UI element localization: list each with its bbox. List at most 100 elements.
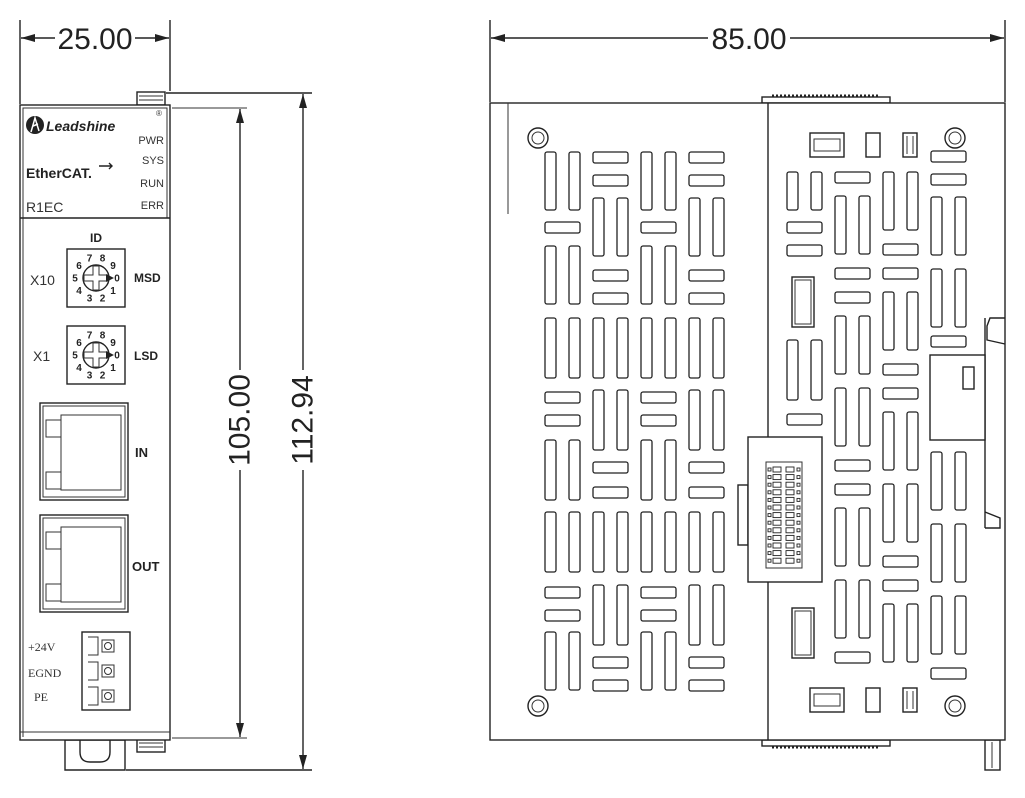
vent-slot — [592, 174, 629, 187]
hole-outer — [944, 127, 966, 149]
connector-tab — [737, 484, 749, 546]
vent-slot — [640, 245, 653, 305]
terminal-screw-head — [104, 692, 112, 700]
vent-slot — [688, 656, 725, 669]
hole-inner — [531, 699, 545, 713]
led-label-sys: SYS — [142, 155, 164, 167]
vent-slot — [882, 411, 895, 471]
bus-connector — [737, 436, 823, 583]
connector-pin — [772, 466, 782, 473]
switch-digit: 1 — [110, 363, 116, 374]
vent-slot — [930, 335, 967, 348]
switch-digit: 7 — [87, 331, 93, 342]
dimension-front-width-value: 25.00 — [57, 23, 132, 56]
vent-slot — [930, 595, 943, 655]
vent-slot — [688, 151, 725, 164]
vent-slot — [592, 292, 629, 305]
vent-slot — [712, 317, 725, 379]
vent-slot — [616, 197, 629, 257]
port-led-bottom — [45, 583, 62, 602]
port-out-label: OUT — [132, 559, 160, 574]
vent-slot — [640, 511, 653, 573]
switch-digit: 8 — [100, 254, 106, 265]
connector-pin — [772, 527, 782, 534]
connector-pin-stud — [767, 551, 772, 556]
tall-slot-outer — [791, 276, 815, 328]
vent-slot — [592, 317, 605, 379]
vent-grid-left — [544, 151, 725, 692]
connector-socket — [765, 461, 803, 569]
vent-slot — [568, 439, 581, 501]
vent-slot — [906, 291, 919, 351]
top-rail-tab — [136, 91, 166, 106]
rotary-dial[interactable] — [82, 341, 110, 369]
vent-slot — [882, 555, 919, 568]
tab-body — [136, 91, 166, 106]
vent-slot — [882, 363, 919, 376]
connector-pin-stud — [767, 558, 772, 563]
model-name: R1EC — [26, 199, 63, 215]
connector-pin-stud — [767, 543, 772, 548]
msd-label: MSD — [134, 271, 161, 285]
rj45-port-out[interactable] — [39, 514, 129, 613]
vent-slot — [712, 389, 725, 451]
brand-name: Leadshine — [46, 118, 115, 134]
vent-slot — [688, 679, 725, 692]
clip-frame — [929, 354, 986, 441]
vent-slot — [592, 584, 605, 646]
vent-slot — [712, 511, 725, 573]
vent-slot — [954, 595, 967, 655]
vent-slot — [688, 584, 701, 646]
hole-outer — [944, 695, 966, 717]
terminal-label-24v: +24V — [28, 640, 56, 654]
connector-pin — [785, 512, 795, 519]
switch-digit: 8 — [100, 331, 106, 342]
rotary-dial[interactable] — [82, 264, 110, 292]
connector-pin-stud — [767, 467, 772, 472]
terminal-bracket — [88, 636, 99, 656]
terminal-label-pe: PE — [34, 690, 48, 704]
vent-slot — [688, 269, 725, 282]
label-plate: Leadshine ® PWR SYS RUN ERR EtherCAT. R1… — [22, 107, 168, 219]
vent-slot — [906, 171, 919, 231]
connector-pin-stud — [767, 475, 772, 480]
terminal-screw-head — [104, 667, 112, 675]
switch-digit: 7 — [87, 254, 93, 265]
vent-slot — [954, 268, 967, 328]
connector-pin-stud — [767, 535, 772, 540]
port-led-top — [45, 419, 62, 438]
connector-pin — [772, 496, 782, 503]
din-clip — [64, 739, 126, 771]
connector-pin — [785, 519, 795, 526]
connector-pin — [785, 481, 795, 488]
ethercat-logo: EtherCAT. — [26, 165, 92, 181]
vent-slot — [882, 291, 895, 351]
rj45-port-in[interactable] — [39, 402, 129, 501]
vent-slot — [592, 486, 629, 499]
latch-group-top — [809, 132, 918, 158]
vent-slot — [640, 414, 677, 427]
vent-slot — [664, 631, 677, 691]
rj45-port-icon — [39, 402, 129, 501]
dimension-side-depth-value: 85.00 — [711, 23, 786, 56]
connector-pin-stud — [767, 482, 772, 487]
vent-slot — [858, 507, 871, 567]
power-terminal[interactable] — [81, 631, 131, 711]
vent-slot — [664, 245, 677, 305]
vent-slot — [930, 150, 967, 163]
vent-slot — [688, 389, 701, 451]
gear-bottom — [761, 739, 891, 749]
vent-slot — [664, 511, 677, 573]
vent-slot — [882, 483, 895, 543]
vent-slot — [786, 221, 823, 234]
hole-outer — [527, 127, 549, 149]
msd-multiplier: X10 — [30, 272, 55, 288]
side-rail-tab — [984, 739, 1001, 771]
vent-slot — [688, 461, 725, 474]
gear-body — [761, 739, 891, 747]
latch-inner — [813, 693, 841, 707]
